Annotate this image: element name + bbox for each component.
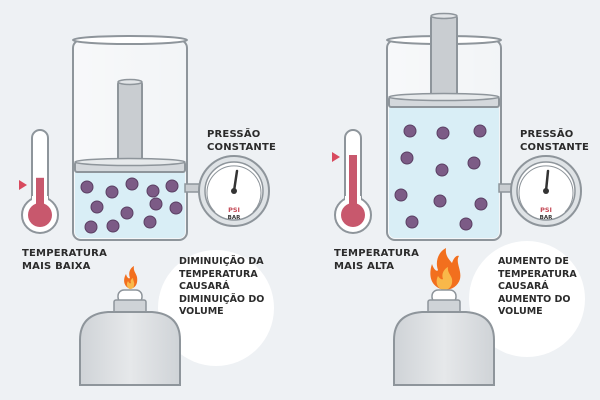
- left-thermometer-mercury: [36, 177, 44, 212]
- left-burner-body: [79, 311, 181, 386]
- right-thermometer-mercury: [349, 155, 357, 212]
- right-temperature-label: TEMPERATURA MAIS ALTA: [334, 248, 420, 272]
- right-thermometer: [332, 129, 372, 234]
- left-gauge-bar: BAR: [228, 215, 241, 221]
- right-particles: [394, 124, 488, 231]
- right-cylinder: [386, 12, 502, 241]
- left-bubble-text: DIMINUIÇÃO DA TEMPERATURA CAUSARÁ DIMINU…: [179, 256, 265, 317]
- right-burner-body: [393, 311, 495, 386]
- left-pressure-label: PRESSÃO CONSTANTE: [207, 129, 277, 153]
- left-temperature-marker: [19, 180, 27, 190]
- left-scene: PSI BAR: [19, 35, 270, 386]
- right-gauge-bar: BAR: [540, 215, 553, 221]
- left-temperature-label: TEMPERATURA MAIS BAIXA: [22, 248, 108, 272]
- left-piston-rod: [117, 81, 143, 167]
- right-temperature-marker: [332, 152, 340, 162]
- right-bubble-text: AUMENTO DE TEMPERATURA CAUSARÁ AUMENTO D…: [498, 256, 577, 317]
- right-gauge-psi: PSI: [540, 206, 552, 214]
- right-pressure-label: PRESSÃO CONSTANTE: [520, 129, 590, 153]
- right-pressure-gauge: PSI BAR: [498, 155, 582, 227]
- right-piston-rod: [430, 15, 458, 99]
- left-thermometer: [19, 129, 59, 234]
- right-scene: PSI BAR: [332, 12, 582, 386]
- left-pressure-gauge: PSI BAR: [184, 155, 270, 227]
- left-liquid: [75, 167, 185, 238]
- left-gauge-psi: PSI: [228, 206, 240, 214]
- left-burner: [79, 266, 181, 386]
- right-flame-inner: [436, 267, 453, 290]
- left-flame-inner: [126, 278, 135, 289]
- left-cylinder: [72, 35, 188, 241]
- right-burner: [393, 248, 495, 386]
- left-particles: [80, 177, 183, 234]
